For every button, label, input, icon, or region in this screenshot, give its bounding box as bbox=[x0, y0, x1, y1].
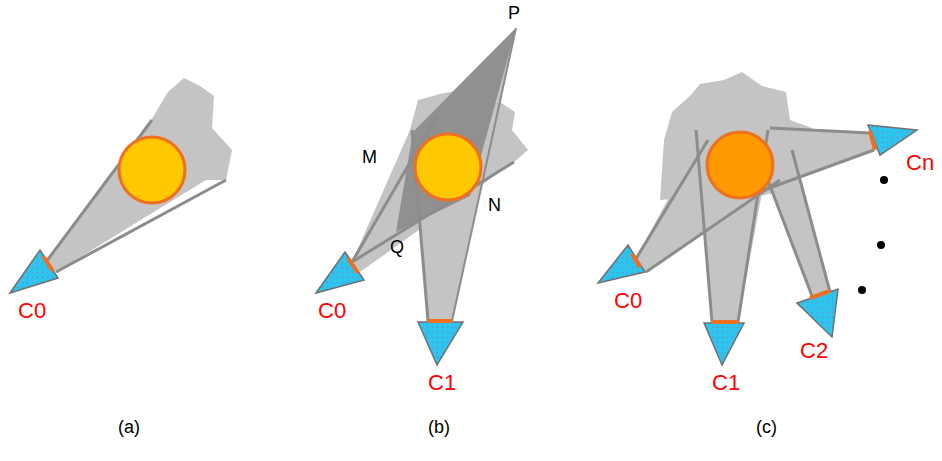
object-circle bbox=[415, 134, 481, 200]
camera bbox=[418, 322, 463, 365]
camera bbox=[704, 323, 744, 365]
camera-label: Cn bbox=[906, 152, 934, 174]
panel-label: (b) bbox=[428, 418, 450, 436]
camera-lens bbox=[870, 131, 875, 150]
camera bbox=[797, 289, 838, 337]
ellipsis-dot bbox=[877, 241, 885, 249]
ellipsis-dot bbox=[858, 286, 866, 294]
ellipsis-dot bbox=[880, 176, 888, 184]
overlap-region bbox=[396, 28, 516, 232]
object-circle bbox=[119, 137, 185, 203]
camera-label: C0 bbox=[614, 290, 642, 312]
panel-a bbox=[10, 78, 232, 293]
camera-lens bbox=[810, 291, 830, 298]
camera-label: C2 bbox=[800, 340, 828, 362]
panel-label: (a) bbox=[118, 418, 140, 436]
point-label: P bbox=[508, 4, 520, 22]
frustum-edge bbox=[646, 180, 780, 272]
frustum-edge bbox=[792, 150, 830, 292]
camera-label: C1 bbox=[428, 372, 456, 394]
camera-lens bbox=[43, 256, 53, 271]
view-frustum bbox=[46, 78, 232, 272]
object-circle bbox=[707, 132, 773, 198]
panel-label: (c) bbox=[756, 418, 777, 436]
camera-label: C0 bbox=[318, 300, 346, 322]
camera bbox=[316, 252, 364, 293]
point-label: M bbox=[362, 148, 377, 166]
camera bbox=[868, 125, 917, 155]
point-label: N bbox=[488, 196, 501, 214]
panel-b bbox=[316, 28, 528, 365]
camera-lens bbox=[632, 254, 640, 267]
camera-label: C1 bbox=[712, 372, 740, 394]
camera-label: C0 bbox=[18, 300, 46, 322]
camera-lens bbox=[348, 258, 358, 273]
point-label: Q bbox=[390, 238, 404, 256]
camera-lens bbox=[712, 320, 738, 324]
frustum-edge bbox=[764, 150, 874, 190]
frustum-edge bbox=[770, 128, 870, 133]
panel-c bbox=[598, 72, 917, 365]
camera-lens bbox=[428, 319, 452, 323]
camera bbox=[10, 250, 58, 293]
camera bbox=[598, 245, 645, 283]
